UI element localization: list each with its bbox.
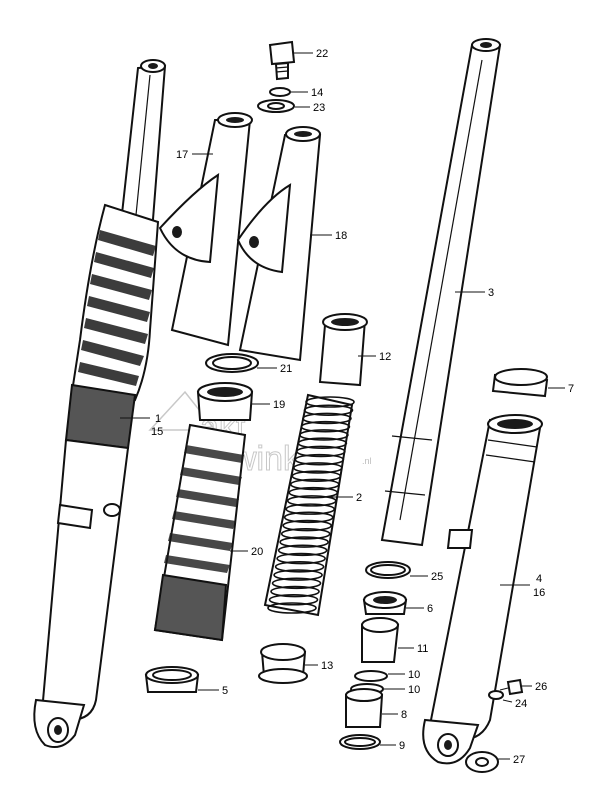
inner-tube-3 xyxy=(380,38,502,547)
callout-label: 1 xyxy=(155,413,161,425)
fork-cover-17 xyxy=(158,112,253,347)
o-ring-14 xyxy=(269,87,291,97)
ring-21 xyxy=(205,353,259,373)
seal-6 xyxy=(362,591,408,615)
top-bolt-22 xyxy=(268,40,296,81)
callout-label: 24 xyxy=(515,698,527,710)
callout-label: 23 xyxy=(313,102,325,114)
callout-label: 20 xyxy=(251,546,263,558)
ring-7 xyxy=(491,368,549,398)
callout-label: 17 xyxy=(176,149,188,161)
bolt-26 xyxy=(499,678,524,696)
clip-25 xyxy=(365,561,411,579)
callout-label: 11 xyxy=(417,643,428,655)
guide-tube-12 xyxy=(318,313,368,387)
callout-label: 4 xyxy=(536,573,542,585)
right-lower-leg-4 xyxy=(422,414,543,765)
callout-label: 27 xyxy=(513,754,525,766)
callout-label: 26 xyxy=(535,681,547,693)
callout-label: 3 xyxy=(488,287,494,299)
callout-label: 9 xyxy=(399,740,405,752)
callouts: 22 14 23 17 18 3 12 21 7 19 1 15 2 20 25… xyxy=(120,48,574,766)
spacer-8 xyxy=(345,688,384,728)
callout-label: 15 xyxy=(151,426,163,438)
ring-10a xyxy=(354,670,388,682)
callout-label: 10 xyxy=(408,669,420,681)
callout-label: 12 xyxy=(379,351,391,363)
callout-label: 8 xyxy=(401,709,407,721)
fork-cover-18 xyxy=(236,126,322,362)
washer-23 xyxy=(257,99,295,113)
callout-label: 6 xyxy=(427,603,433,615)
circlip-9 xyxy=(339,734,381,750)
piston-11 xyxy=(361,617,400,663)
callout-label: 25 xyxy=(431,571,443,583)
callout-label: 2 xyxy=(356,492,362,504)
watermark-tld: .nl xyxy=(362,456,372,466)
callout-label: 10 xyxy=(408,684,420,696)
callout-label: 21 xyxy=(280,363,292,375)
callout-label: 22 xyxy=(316,48,328,60)
washer-27 xyxy=(465,751,499,773)
ring-5 xyxy=(144,666,200,693)
spring-2 xyxy=(263,393,355,617)
callout-label: 13 xyxy=(321,660,333,672)
callout-label: 14 xyxy=(311,87,323,99)
seal-holder-19 xyxy=(196,382,254,421)
callout-label: 7 xyxy=(568,383,574,395)
callout-label: 16 xyxy=(533,587,545,599)
callout-label: 18 xyxy=(335,230,347,242)
callout-label: 5 xyxy=(222,685,228,697)
left-fork-leg-assembly xyxy=(33,59,167,748)
callout-label: 19 xyxy=(273,399,285,411)
rubber-boot-20 xyxy=(153,423,247,642)
washer-24 xyxy=(488,690,504,700)
collar-13 xyxy=(258,643,308,684)
